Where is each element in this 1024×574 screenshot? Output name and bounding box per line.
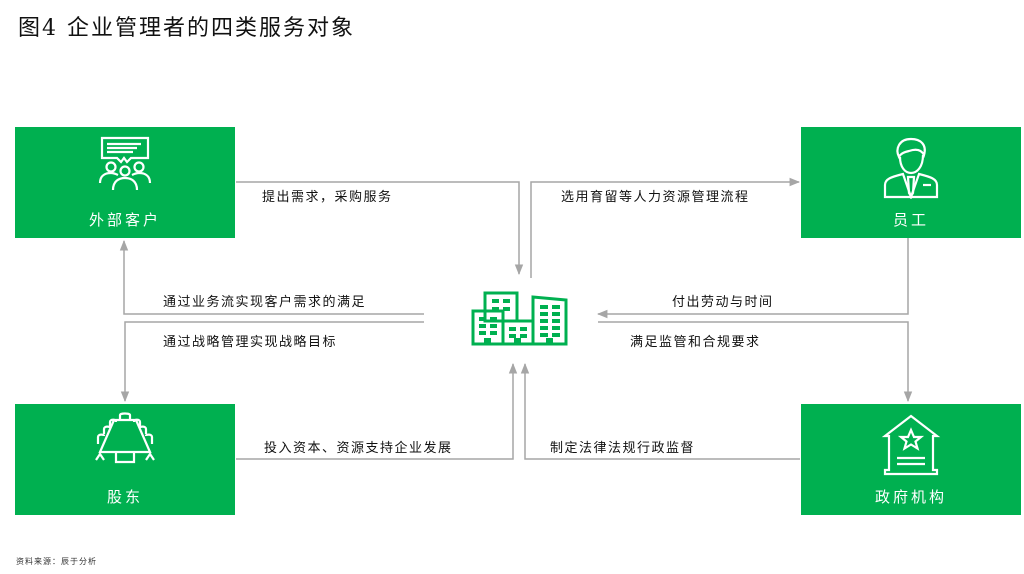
enterprise-node [470, 290, 570, 354]
arrow-center-to-government [598, 321, 913, 403]
arrow-government-to-center [520, 362, 800, 460]
arrow-center-to-customers [119, 239, 424, 315]
node-label: 员工 [892, 211, 929, 229]
flow-label-center-to-shareholders: 通过战略管理实现战略目标 [163, 335, 338, 350]
node-employees: 员工 [801, 127, 1021, 238]
node-label: 股东 [106, 488, 143, 506]
source-note: 资料来源：辰于分析 [16, 557, 97, 566]
flow-label-employees-to-center: 付出劳动与时间 [672, 295, 774, 310]
node-shareholders: 股东 [15, 404, 235, 515]
arrow-employees-to-center [596, 238, 909, 319]
customer-group-chat-icon [95, 135, 155, 199]
flow-label-government-to-center: 制定法律法规行政监督 [550, 441, 696, 456]
node-label: 政府机构 [874, 488, 947, 506]
office-buildings-icon [471, 291, 568, 346]
figure-title: 图4 企业管理者的四类服务对象 [18, 16, 355, 41]
node-label: 外部客户 [88, 211, 161, 229]
arrow-center-to-employees [530, 177, 801, 278]
flow-label-center-to-employees: 选用育留等人力资源管理流程 [561, 190, 750, 205]
flow-label-shareholders-to-center: 投入资本、资源支持企业发展 [264, 441, 453, 456]
arrow-customers-to-center [236, 181, 524, 276]
flow-label-center-to-customers: 通过业务流实现客户需求的满足 [163, 295, 367, 310]
node-external-customers: 外部客户 [15, 127, 235, 238]
flow-label-customers-to-center: 提出需求，采购服务 [262, 190, 393, 205]
arrow-center-to-shareholders [120, 321, 424, 403]
government-building-star-icon [881, 412, 941, 482]
arrow-shareholders-to-center [236, 362, 518, 460]
flow-label-center-to-government: 满足监管和合规要求 [630, 335, 761, 350]
employee-businessman-icon [881, 135, 941, 203]
node-government: 政府机构 [801, 404, 1021, 515]
boardroom-meeting-table-icon [92, 412, 158, 476]
